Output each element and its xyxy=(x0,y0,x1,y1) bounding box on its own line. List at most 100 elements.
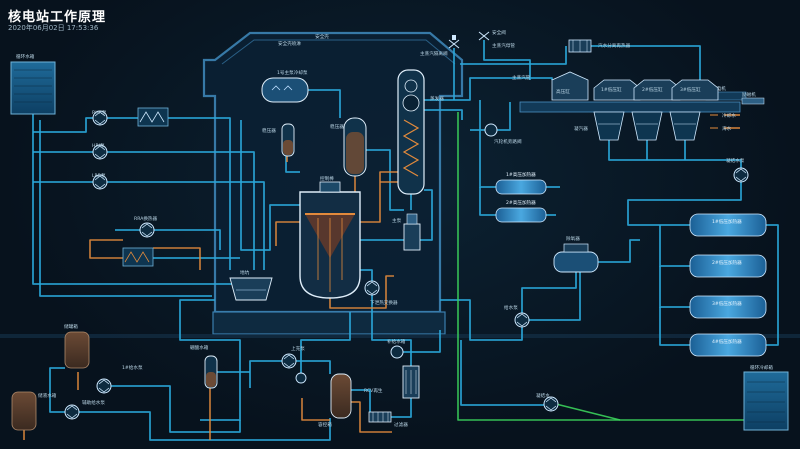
hp-heater-2[interactable]: 2#高压加热器 xyxy=(495,199,547,223)
safety-valve-label: 安全阀 xyxy=(492,29,506,36)
exciter-label: 励磁机 xyxy=(742,91,756,98)
circulation-water-tank[interactable]: 循环水箱 xyxy=(10,53,56,115)
blue-pipe-50 xyxy=(296,360,331,374)
pump-bottom-left-1[interactable] xyxy=(96,378,112,394)
charge-pump[interactable]: 上充泵 xyxy=(281,345,305,369)
condenser-2[interactable] xyxy=(631,111,663,141)
lp-heater-1-label: 1#低压加热器 xyxy=(712,218,742,225)
blue-pipe-12 xyxy=(240,120,300,251)
steam-line-label: 主蒸汽管 xyxy=(512,74,531,81)
blue-pipe-15 xyxy=(308,89,341,118)
orange-pipe-74 xyxy=(457,112,744,421)
storage-tank-2-label: 储液水箱 xyxy=(38,392,57,399)
lp-cylinder-1[interactable]: 1#低压缸 xyxy=(593,79,641,101)
pump-bottom-left-2[interactable] xyxy=(64,404,80,420)
boron-tank[interactable]: 硼酸水箱 xyxy=(190,344,218,389)
rra-heat-exchanger-upper[interactable] xyxy=(137,107,169,127)
blue-pipe-20 xyxy=(424,77,520,101)
spray-label: 安全壳喷淋 xyxy=(278,40,301,47)
turbine-hall: 发电机 xyxy=(519,85,747,113)
hp-heater-2-label: 2#高压加热器 xyxy=(506,199,536,206)
hp-heater-1[interactable]: 1#高压加热器 xyxy=(495,171,547,195)
blue-pipe-49 xyxy=(79,411,331,441)
pump-rra[interactable] xyxy=(139,222,155,238)
main-coolant-pump[interactable]: 主泵 xyxy=(392,213,421,251)
blue-pipe-43 xyxy=(529,262,581,321)
blue-pipe-53 xyxy=(391,398,412,418)
cw-in-label: 冷却水 xyxy=(722,112,736,119)
condenser-1[interactable] xyxy=(593,111,625,141)
filter[interactable]: 过滤器 xyxy=(394,365,420,428)
lp-heater-1[interactable]: 1#低压加热器 xyxy=(689,213,767,237)
blue-pipe-36 xyxy=(766,224,779,346)
blue-pipe-25 xyxy=(591,45,701,80)
blue-pipe-58 xyxy=(356,269,373,281)
condensate-pump[interactable] xyxy=(733,167,749,183)
rra-heat-exchanger-lower[interactable]: RRA换热器 xyxy=(122,215,158,267)
reactor-vessel[interactable]: 控制棒 xyxy=(299,175,361,299)
lp-heater-3[interactable]: 3#低压加热器 xyxy=(689,295,767,319)
generator-label: 发电机 xyxy=(712,85,726,92)
storage-tank-2[interactable]: 储液水箱 xyxy=(11,391,57,431)
right-bottom-tank-label: 循环冷却箱 xyxy=(750,364,773,371)
top-drum[interactable]: 1号主泵冷却泵 xyxy=(261,69,309,103)
lp-heater-4-label: 4#低压加热器 xyxy=(712,338,742,345)
deaerator[interactable]: 除氧器 xyxy=(553,235,599,273)
boron-tank-label: 硼酸水箱 xyxy=(190,344,209,351)
pw-pump-label: 1#给水泵 xyxy=(122,364,143,371)
rcv-hx-label: RCV再生 xyxy=(364,387,383,394)
orange-pipe-60 xyxy=(153,247,201,270)
blue-pipe-33 xyxy=(659,225,690,267)
rcv-regenerator[interactable]: RCV再生 xyxy=(364,387,392,423)
blue-pipe-0 xyxy=(32,114,232,285)
pump-rhr-1[interactable] xyxy=(92,110,108,126)
sump[interactable]: 地坑 xyxy=(229,269,273,301)
volume-ctrl-label: 容控箱 xyxy=(318,421,332,428)
pump-rhr-2[interactable] xyxy=(92,144,108,160)
lp-heater-4[interactable]: 4#低压加热器 xyxy=(689,333,767,357)
safety-valve[interactable] xyxy=(478,31,490,41)
blue-pipe-38 xyxy=(479,187,496,216)
blue-pipe-55 xyxy=(403,330,441,353)
blue-pipe-47 xyxy=(49,367,65,413)
blue-pipe-3 xyxy=(168,117,231,270)
blue-pipe-21 xyxy=(424,109,463,120)
pump-rhr-3-label: LRR泵 xyxy=(92,173,106,179)
orange-pipe-71 xyxy=(351,401,392,433)
lp-cylinder-3[interactable]: 3#低压缸 xyxy=(671,79,719,101)
exciter[interactable]: 励磁机 xyxy=(741,91,765,105)
moisture-label: 汽水分离再热器 xyxy=(598,42,631,49)
small-pump-bottom[interactable] xyxy=(295,372,307,384)
hp-cyl-label: 高压缸 xyxy=(556,88,570,95)
makeup-tank[interactable]: 补给水箱 xyxy=(387,338,406,359)
bypass-valve-pump[interactable] xyxy=(484,123,498,137)
page-title: 核电站工作原理 xyxy=(8,10,107,25)
steam-generator[interactable]: 蒸发器 xyxy=(397,69,444,195)
hp-cylinder[interactable]: 高压缸 xyxy=(551,71,589,101)
volume-control-tank[interactable]: 容控箱 xyxy=(318,373,352,428)
regen-heat-exchanger[interactable]: 下泄热交换器 xyxy=(364,280,398,306)
storage-tank-1[interactable]: 储罐箱 xyxy=(64,323,90,369)
lp-heater-2[interactable]: 2#低压加热器 xyxy=(689,254,767,278)
blue-pipe-42 xyxy=(521,272,577,313)
pump-rhr-1-label: RHR泵 xyxy=(92,110,107,116)
moisture-separator[interactable]: 汽水分离再热器 xyxy=(568,39,631,53)
blue-pipe-13 xyxy=(285,156,300,173)
aux-feed-pump[interactable] xyxy=(543,396,559,412)
blue-pipe-44 xyxy=(440,299,523,341)
main-steam-valve[interactable] xyxy=(448,35,460,49)
pressurizer-small[interactable]: 稳压器 xyxy=(262,123,295,157)
blue-pipe-51 xyxy=(249,360,282,388)
blue-pipe-54 xyxy=(371,295,412,366)
cooling-return-tank[interactable]: 循环冷却箱 xyxy=(743,364,789,431)
feed-pump[interactable] xyxy=(514,312,530,328)
rra-hx-label: RRA换热器 xyxy=(134,215,158,222)
condenser-3[interactable] xyxy=(669,111,701,141)
blue-pipe-45 xyxy=(460,340,545,406)
blue-pipe-23 xyxy=(483,40,531,80)
main-steam-header-label: 主蒸汽母管 xyxy=(492,42,515,49)
blue-pipe-34 xyxy=(659,266,690,308)
pressurizer-tank[interactable]: 稳压器 xyxy=(330,117,367,177)
pump-rhr-3[interactable] xyxy=(92,174,108,190)
blue-pipe-18 xyxy=(420,189,433,241)
